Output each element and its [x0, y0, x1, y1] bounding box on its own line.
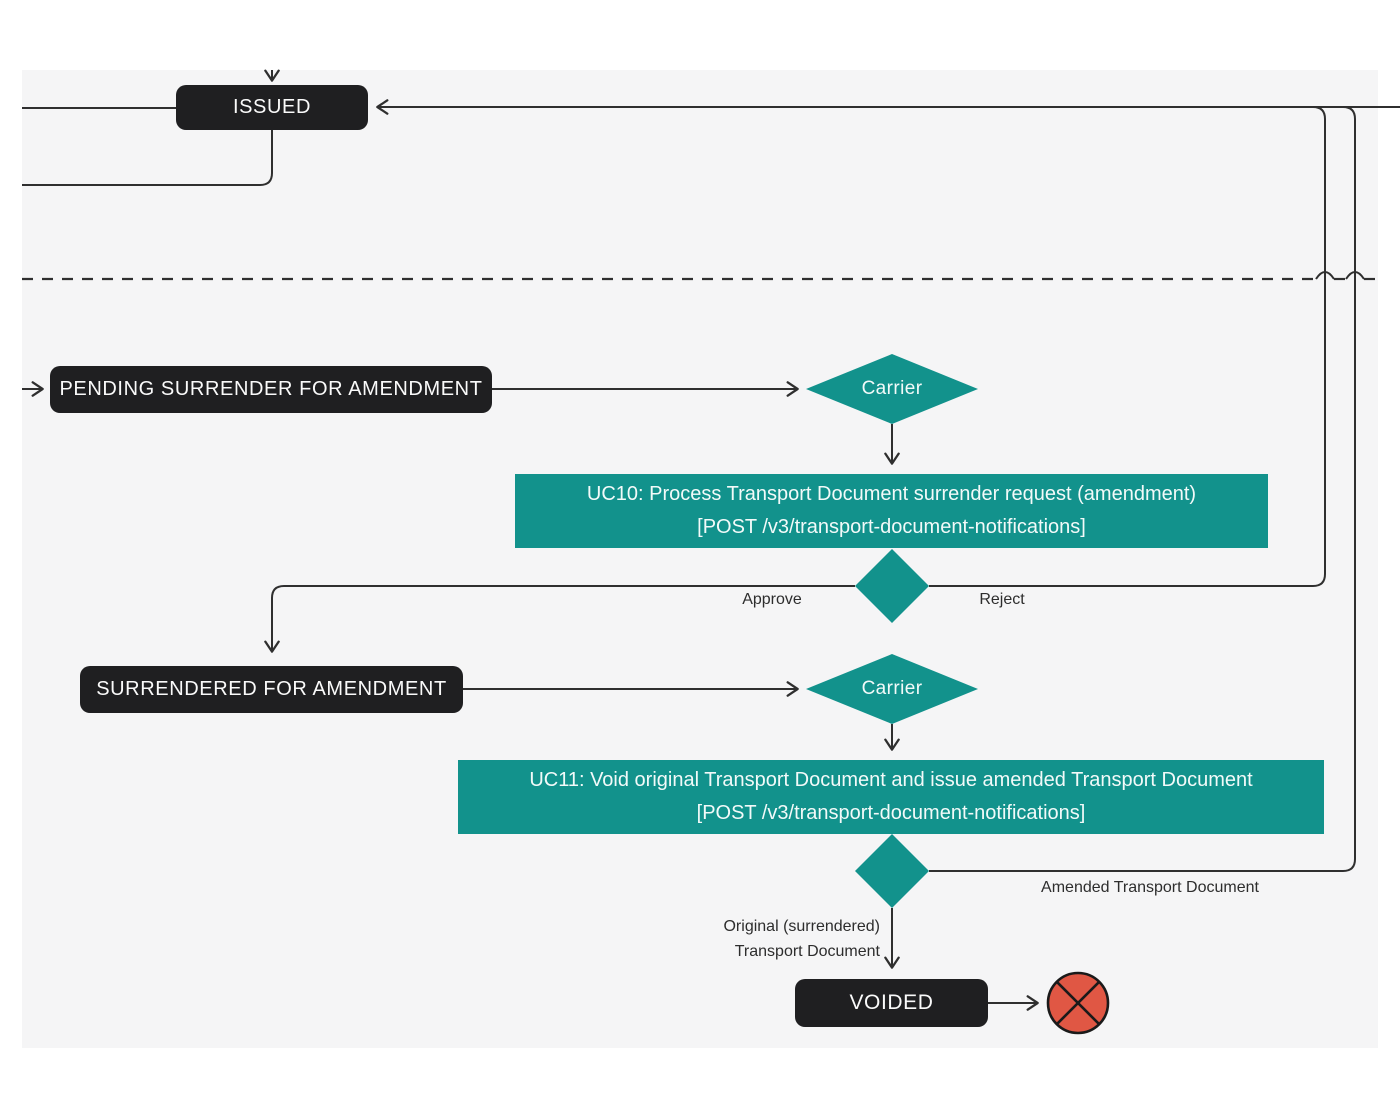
decision-carrier1-label: Carrier — [861, 378, 923, 399]
state-pending-surrender-label: PENDING SURRENDER FOR AMENDMENT — [59, 378, 483, 400]
edge-approve-to-surrendered — [264, 585, 855, 653]
edge-label-approve: Approve — [742, 591, 802, 608]
process-uc10: UC10: Process Transport Document surrend… — [515, 474, 1268, 548]
state-issued: ISSUED — [176, 85, 368, 130]
edge-label-reject: Reject — [979, 591, 1025, 608]
decision-carrier2-diamond — [806, 654, 978, 724]
state-voided-label: VOIDED — [849, 991, 934, 1014]
process-uc11-endpoint: [POST /v3/transport-document-notificatio… — [696, 802, 1086, 824]
diagram-background-panel — [22, 70, 1378, 1048]
state-surrendered-label: SURRENDERED FOR AMENDMENT — [96, 678, 447, 700]
edge-amended-to-issued — [929, 106, 1356, 872]
decision-carrier1-diamond — [806, 354, 978, 424]
state-surrendered: SURRENDERED FOR AMENDMENT — [80, 666, 463, 713]
edge-reject-to-issued — [929, 106, 1326, 587]
edge-label-original-surrendered: Original (surrendered) Transport Documen… — [640, 914, 880, 964]
decision-document-split-diamond — [855, 834, 929, 908]
process-uc11: UC11: Void original Transport Document a… — [458, 760, 1324, 834]
process-uc10-endpoint: [POST /v3/transport-document-notificatio… — [697, 516, 1086, 538]
decision-approve-reject-diamond — [855, 549, 929, 623]
edge-label-original-line2: Transport Document — [734, 943, 880, 960]
process-uc10-title: UC10: Process Transport Document surrend… — [586, 483, 1197, 505]
state-pending-surrender: PENDING SURRENDER FOR AMENDMENT — [50, 366, 492, 413]
decision-carrier2-label: Carrier — [861, 678, 923, 699]
edge-label-original-line1: Original (surrendered) — [723, 918, 880, 935]
edge-label-amended-transport-document: Amended Transport Document — [1041, 879, 1259, 896]
state-voided: VOIDED — [795, 979, 988, 1027]
terminal-end-icon — [1046, 971, 1110, 1035]
state-issued-label: ISSUED — [232, 96, 312, 118]
process-uc11-title: UC11: Void original Transport Document a… — [529, 769, 1253, 791]
edge-issued-down-left — [22, 130, 273, 186]
